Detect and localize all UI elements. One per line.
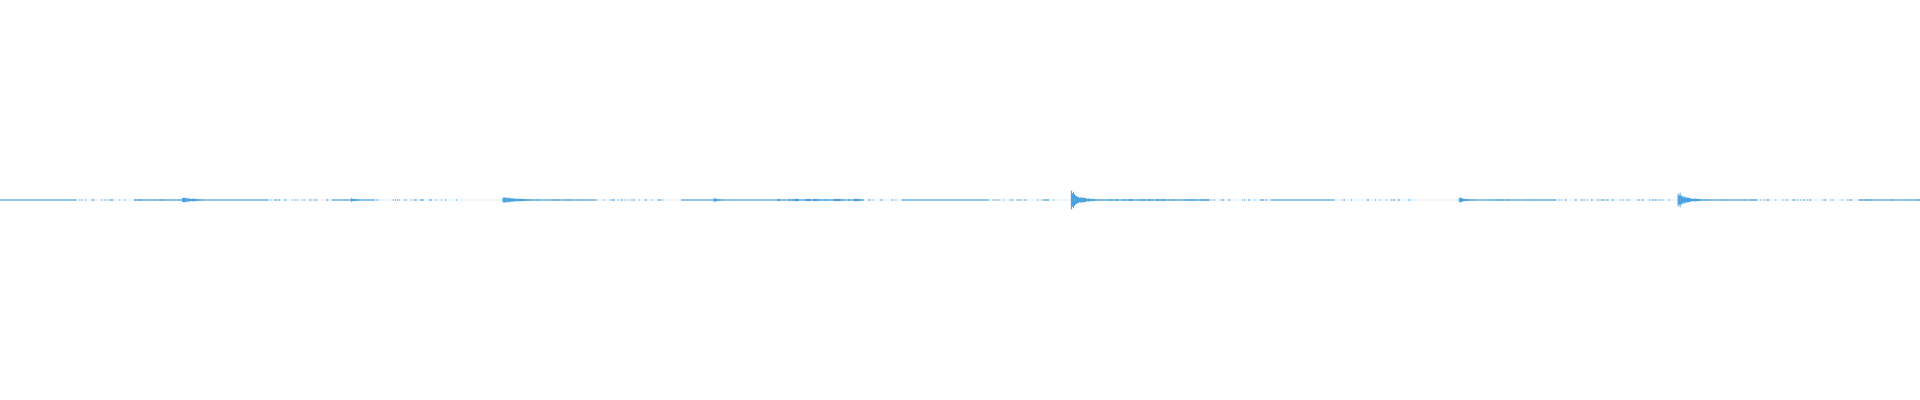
waveform-samples	[546, 199, 596, 201]
waveform-segment	[214, 199, 269, 201]
waveform-samples	[214, 199, 269, 201]
waveform-samples	[1760, 199, 1853, 201]
waveform-samples	[133, 199, 182, 201]
waveform-samples	[502, 197, 548, 203]
waveform-segment	[1211, 199, 1268, 201]
waveform-segment	[1555, 199, 1670, 201]
waveform-samples	[1858, 199, 1920, 201]
waveform-segment	[502, 197, 548, 203]
waveform-samples	[375, 199, 457, 201]
waveform-segment	[1708, 199, 1758, 201]
waveform-samples	[1070, 190, 1104, 210]
waveform-samples	[681, 199, 715, 201]
waveform-segment	[594, 199, 663, 201]
waveform-samples	[1458, 197, 1488, 203]
waveform-segment	[270, 199, 329, 201]
waveform-segment	[1458, 197, 1488, 203]
waveform-samples	[270, 199, 329, 201]
waveform-segment	[79, 199, 126, 201]
waveform-segment	[992, 199, 1055, 201]
waveform-samples	[992, 199, 1055, 201]
waveform-segment	[546, 199, 596, 201]
waveform-segment	[777, 198, 865, 202]
waveform-samples	[1677, 192, 1709, 208]
waveform-segment	[1341, 199, 1411, 201]
waveform-segment	[901, 199, 989, 201]
waveform-samples	[1103, 198, 1210, 202]
waveform-segment	[1677, 192, 1709, 208]
waveform-segment	[375, 199, 457, 201]
waveform-segment	[1103, 198, 1210, 202]
waveform-segment	[1070, 190, 1104, 210]
waveform-samples	[181, 197, 215, 203]
waveform-segment	[732, 199, 778, 201]
waveform-segment	[681, 199, 715, 201]
waveform-segment	[181, 197, 215, 203]
waveform-samples	[350, 198, 375, 202]
waveform-segment	[1270, 199, 1335, 201]
waveform-segment	[0, 199, 77, 201]
waveform-segment	[1858, 199, 1920, 201]
waveform-samples	[79, 199, 126, 201]
waveform-samples	[713, 198, 734, 202]
waveform-samples	[777, 198, 865, 202]
waveform-segment	[713, 198, 734, 202]
waveform-segment	[1760, 199, 1853, 201]
waveform-samples	[1211, 199, 1268, 201]
waveform-samples	[732, 199, 778, 201]
waveform-samples	[0, 199, 77, 201]
waveform-segment	[133, 199, 182, 201]
waveform-segment	[1487, 199, 1556, 201]
waveform-samples	[1555, 199, 1670, 201]
waveform-samples	[1270, 199, 1335, 201]
waveform-samples	[1487, 199, 1556, 201]
waveform-samples	[901, 199, 989, 201]
waveform-samples	[1708, 199, 1758, 201]
waveform-samples	[1341, 199, 1411, 201]
waveform-segment	[350, 198, 375, 202]
waveform-samples	[594, 199, 663, 201]
